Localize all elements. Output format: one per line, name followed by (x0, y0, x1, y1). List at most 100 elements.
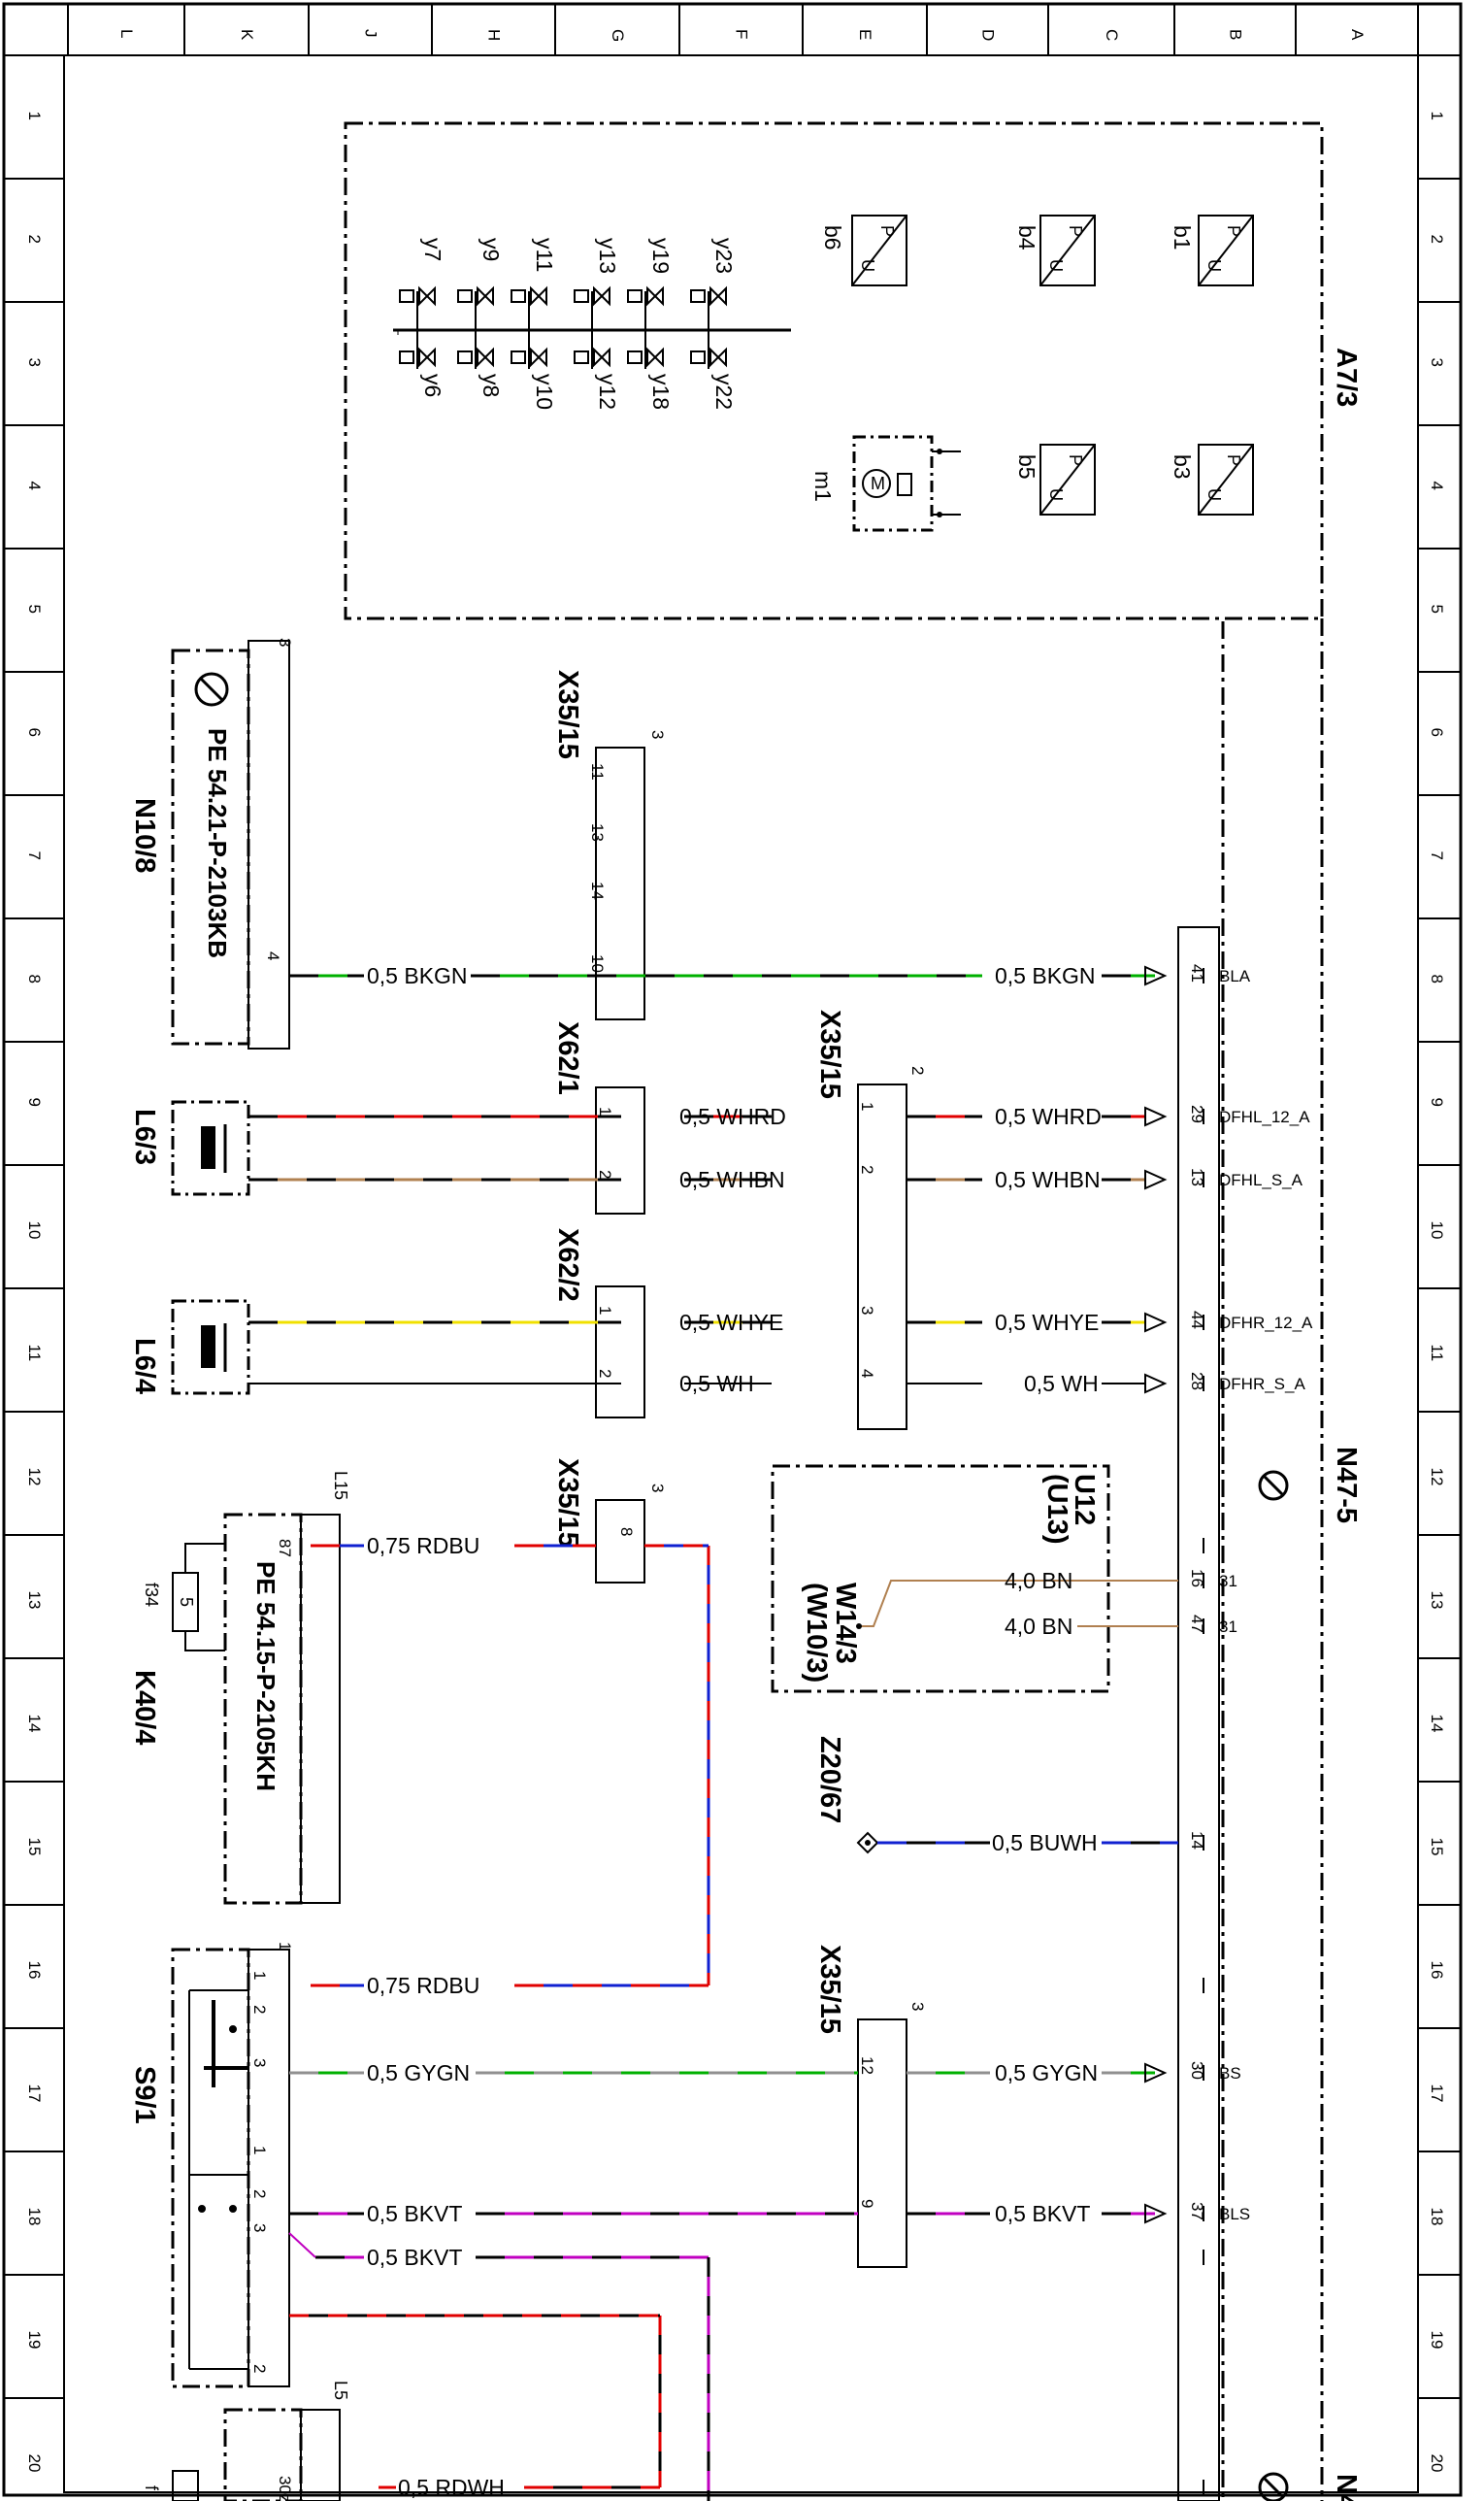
wire-label: 0,5 RDWH (398, 2475, 505, 2500)
valve-label: y7 (420, 238, 445, 261)
grid-number: 2 (1428, 235, 1446, 244)
s9-1-label: S9/1 (129, 2066, 160, 2124)
grid-letter: J (362, 29, 380, 38)
z20-67-splice-icon (856, 1831, 879, 1854)
w14-3-sub: (W10/3) (801, 1583, 832, 1683)
signal-name: DFHR_S_A (1219, 1375, 1305, 1393)
signal-name: BLS (1219, 2205, 1250, 2223)
grid-number: 14 (25, 1715, 44, 1733)
grid-number: 1 (25, 112, 44, 120)
connector-pin: 2 (858, 1165, 876, 1174)
n10-8-pin: 4 (264, 951, 282, 960)
grid-number: 18 (1428, 2208, 1446, 2226)
wire-label: 0,5 GYGN (367, 2060, 470, 2085)
wire-label: 0,75 RDBU (367, 1973, 479, 1998)
grid-letter: D (979, 29, 998, 41)
wire-label: 0,5 BKVT (367, 2245, 462, 2270)
signal-name: DFHR_12_A (1219, 1314, 1313, 1332)
sensor-symbol: P (1224, 454, 1243, 466)
l6-3-label: L6/3 (129, 1109, 160, 1165)
connector-pin: 1 (250, 1971, 269, 1980)
grid-letter: G (609, 29, 627, 42)
signal-arrow (1144, 2062, 1168, 2084)
grid-number: 9 (25, 1098, 44, 1107)
x62-1-label: X62/1 (552, 1021, 583, 1095)
wire-label: 4,0 BN (1005, 1614, 1072, 1639)
valve-label: y10 (532, 374, 557, 410)
f-label: f (142, 2485, 161, 2491)
signal-name: DFHL_S_A (1219, 1171, 1303, 1189)
connector-pin: 13 (1188, 1168, 1206, 1186)
grid-number: 1 (1428, 112, 1446, 120)
grid-number: 5 (25, 605, 44, 614)
signal-name: BLA (1219, 967, 1251, 985)
x35-15-low-connector (857, 2018, 907, 2268)
grid-number: 15 (25, 1838, 44, 1856)
n10-8-ref: PE 54.21-P-2103KB (203, 728, 232, 958)
s9-1-box (171, 1948, 250, 2388)
n10-8-pin-top: 3 (276, 638, 294, 647)
grid-letter: B (1227, 29, 1245, 40)
grid-number: 15 (1428, 1838, 1446, 1856)
grid-number: 20 (25, 2454, 44, 2473)
x35-15-low-pin-top: 3 (908, 2002, 927, 2011)
sensor-symbol: P (877, 225, 897, 237)
k40-4-fuse-wire-2 (184, 1631, 225, 1651)
wire-bkvt-branch (288, 2232, 316, 2258)
connector-pin: 1 (858, 1102, 876, 1111)
connector-pin: 3 (858, 1306, 876, 1315)
grid-number: 13 (1428, 1591, 1446, 1610)
grid-letter: K (238, 29, 256, 41)
sensor-symbol: U (1046, 488, 1066, 501)
m1-label: m1 (810, 471, 836, 502)
k40-4-connector (300, 1514, 341, 1904)
grid-number: 4 (1428, 482, 1446, 490)
signal-arrow (1144, 1106, 1168, 1127)
wire-label: 0,5 WH (679, 1371, 754, 1396)
connector-pin: 2 (596, 1170, 614, 1179)
valve-label: y9 (478, 238, 504, 261)
drawing-frame (63, 54, 1419, 2493)
connector-pin: 41 (1188, 964, 1206, 983)
x35-15-top-pin-top: 3 (648, 730, 667, 739)
connector-pin: 3 (250, 2058, 269, 2067)
x35-15-k40-label: X35/15 (552, 1458, 583, 1548)
x35-15-mid-pin-top: 2 (908, 1066, 927, 1075)
wire-label: 0,5 WH (1024, 1371, 1099, 1396)
signal-arrow (1144, 965, 1168, 986)
grid-number: 12 (1428, 1468, 1446, 1486)
signal-arrow (1144, 2203, 1168, 2224)
signal-name: BS (1219, 2064, 1241, 2083)
x35-15-top-label: X35/15 (552, 670, 583, 759)
grid-number: 17 (25, 2084, 44, 2103)
x35-15-mid-connector (857, 1084, 907, 1430)
grid-number: 3 (1428, 358, 1446, 367)
wire-label: 0,5 BKGN (367, 963, 468, 988)
connector-pin: 1 (596, 1306, 614, 1315)
k40-4-fuse-wire (184, 1543, 225, 1573)
sensor-symbol: U (1204, 488, 1224, 501)
x62-2-label: X62/2 (552, 1228, 583, 1302)
sensor-label: b5 (1014, 454, 1039, 480)
wire-label: 0,5 GYGN (995, 2060, 1098, 2085)
fuse-bottom (172, 2470, 199, 2501)
u12-label: U12 (1069, 1474, 1100, 1525)
grid-number: 3 (25, 358, 44, 367)
valve-label: y8 (478, 374, 504, 397)
n10-8-label: N10/8 (129, 798, 160, 873)
n47-5-label-bottom: N4 (1331, 2474, 1362, 2501)
w14-3-wire-junction (859, 1580, 1178, 1627)
grid-number: 16 (1428, 1961, 1446, 1980)
connector-pin: 14 (1188, 1831, 1206, 1850)
m1-motor: M (852, 435, 961, 532)
connector-pin: 2 (596, 1369, 614, 1378)
l6-3-coil (201, 1126, 215, 1169)
l5-box (223, 2408, 303, 2501)
sensor-label: b6 (820, 225, 845, 250)
wire-label: 0,5 BKVT (367, 2201, 462, 2226)
wire-label: 0,5 WHYE (995, 1310, 1099, 1335)
grid-number: 13 (25, 1591, 44, 1610)
